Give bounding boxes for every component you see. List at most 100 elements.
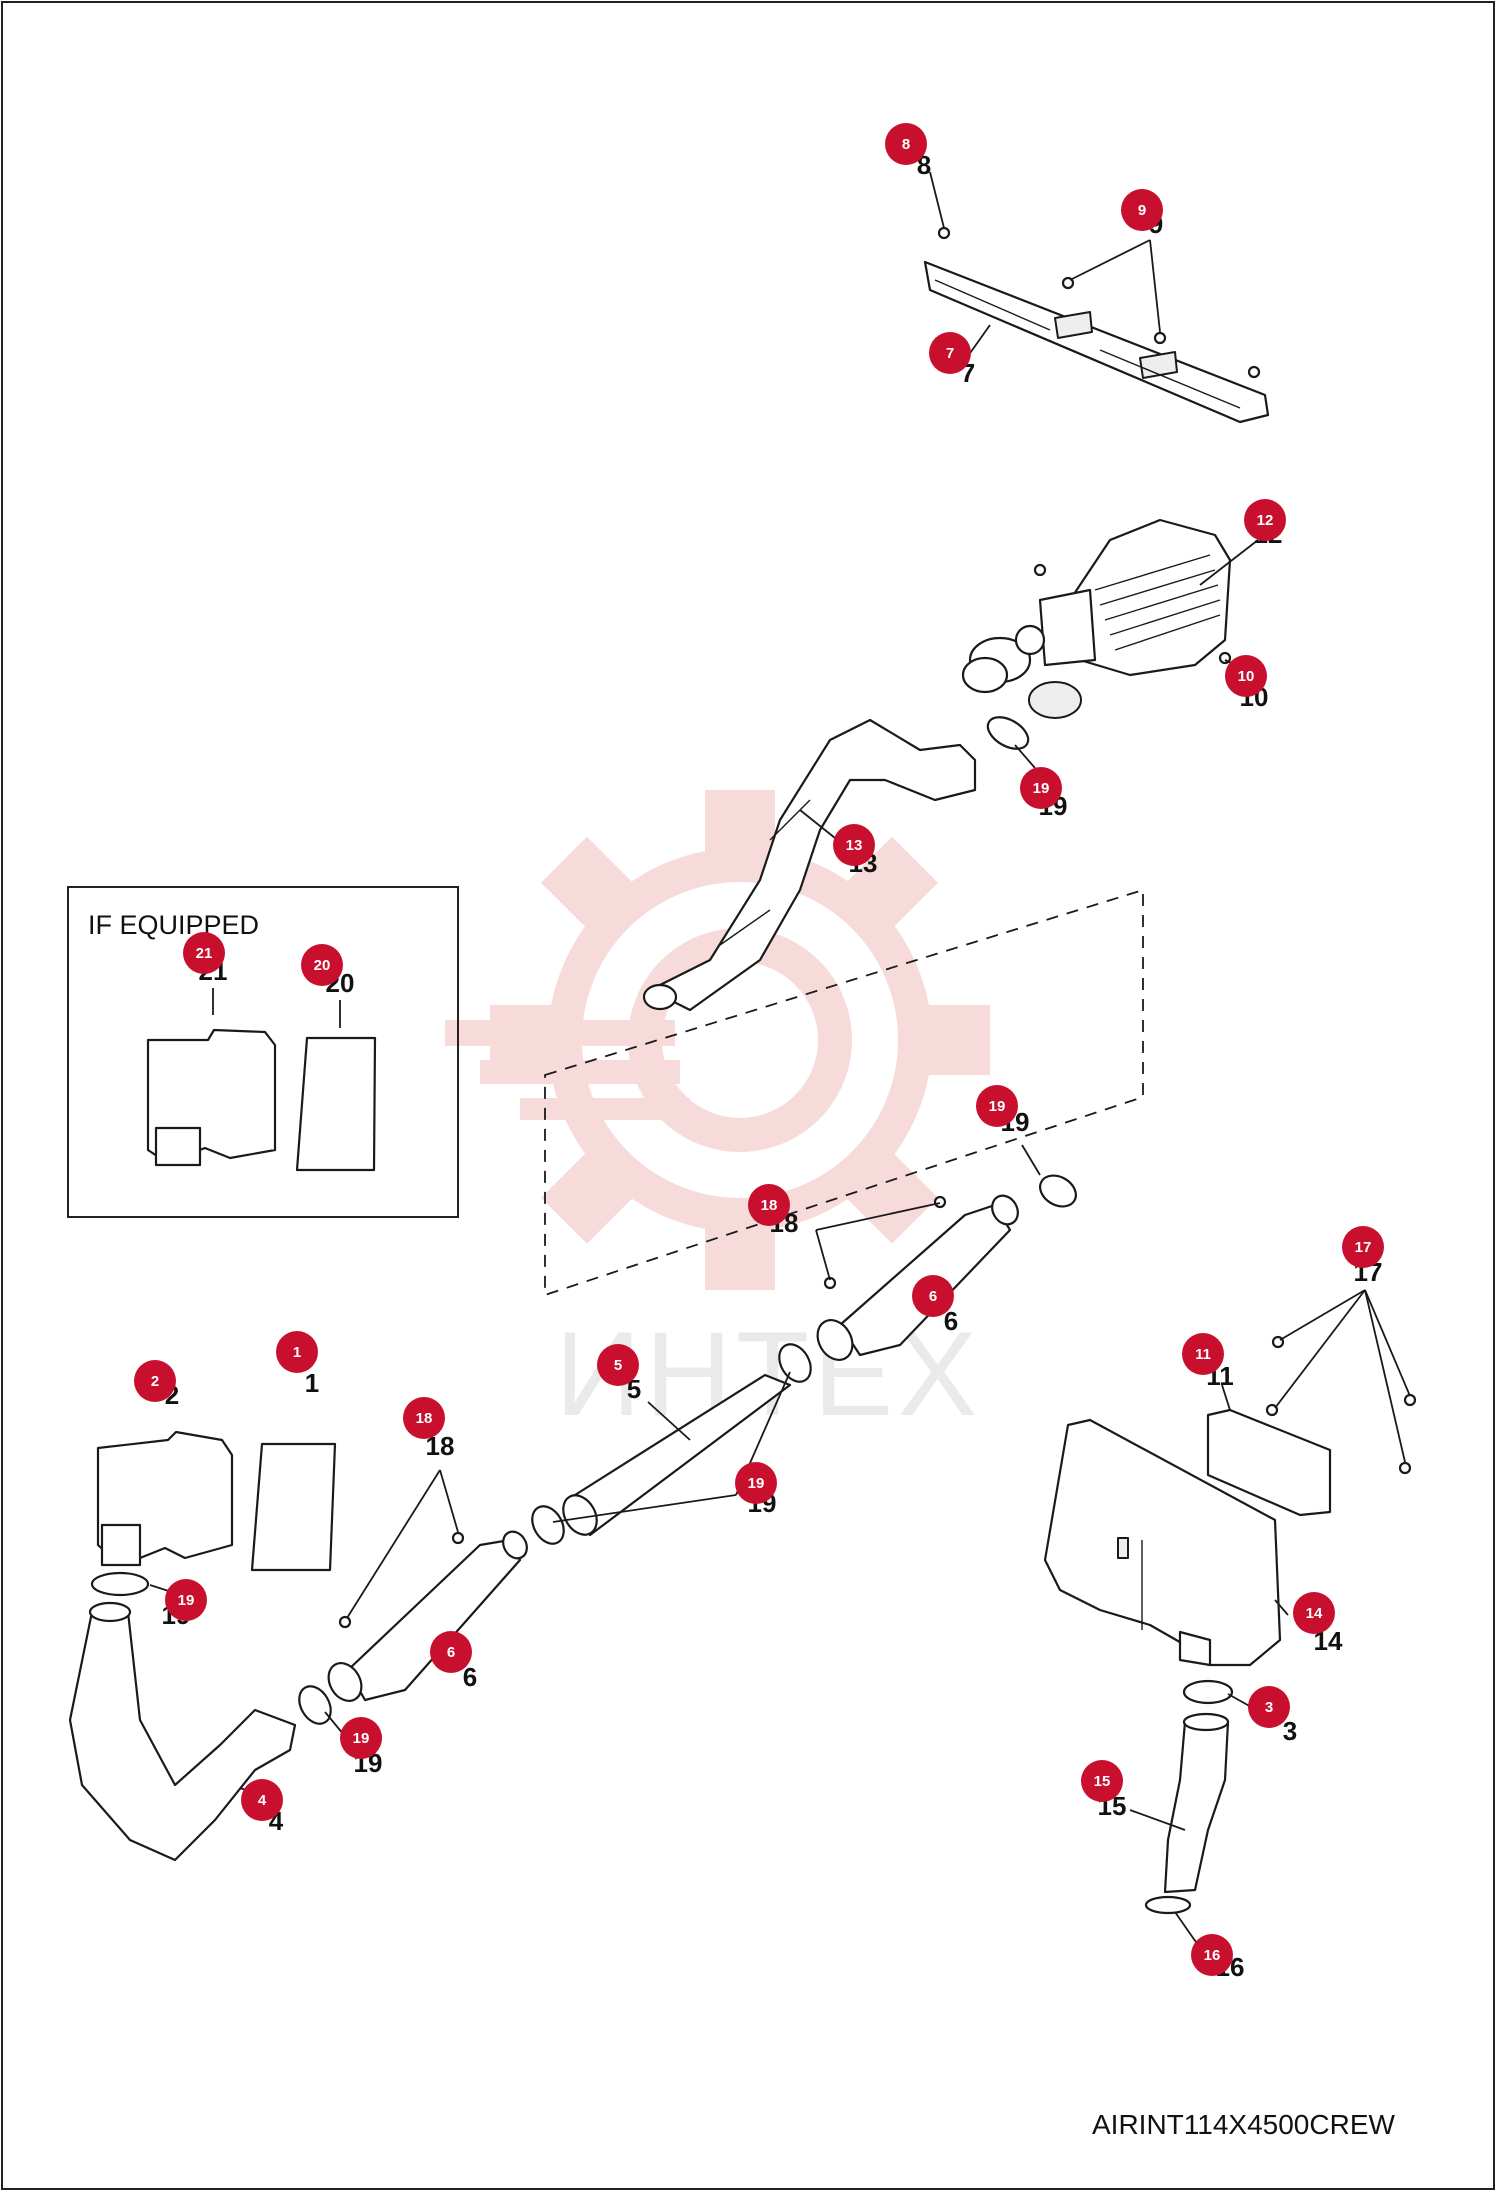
callout-badge-label: 10 [1238,668,1255,685]
hose-clamp [1144,1895,1192,1915]
filter-element [250,1442,337,1572]
inset-resonator-outlet [154,1126,202,1167]
callout-badge-label: 4 [258,1792,267,1809]
callout-12: 1212 [1244,499,1286,549]
inset-title: IF EQUIPPED [88,910,259,940]
air-intake-hose [642,718,977,1012]
callout-badge-label: 13 [846,837,863,854]
callout-badge [833,824,875,866]
callout-badge-label: 5 [614,1357,622,1374]
callout-number: 1 [305,1368,319,1398]
callout-badge [1191,1934,1233,1976]
callout-badge [1020,767,1062,809]
hose-clamp [1039,1174,1077,1208]
resonator-tube-lower [327,1530,528,1702]
callout-badge [748,1184,790,1226]
callout-badge-label: 12 [1257,512,1274,529]
callout-badge [340,1717,382,1759]
callout-badge [735,1462,777,1504]
callout-1: 11 [276,1331,319,1398]
callout-badge-label: 20 [314,957,331,974]
callout-badge [1121,189,1163,231]
callout-3: 33 [1248,1686,1297,1746]
callout-badge [165,1579,207,1621]
callout-badge-label: 14 [1306,1605,1323,1622]
air-filter-housing [961,518,1232,719]
leader-lines [149,171,1411,1946]
callout-badge-label: 15 [1094,1773,1111,1790]
screw [937,226,1167,345]
callout-21: 2121 [183,932,227,986]
callout-badge [976,1085,1018,1127]
callout-badge [1182,1333,1224,1375]
callout-badge-label: 6 [929,1288,937,1305]
callout-badge [183,932,225,974]
inset-box: IF EQUIPPED [67,886,459,1218]
drain-hose [1163,1712,1230,1894]
callout-badge-label: 19 [178,1592,195,1609]
callout-badge [912,1275,954,1317]
callout-number: 6 [944,1306,958,1336]
hose-clamp [778,1343,812,1383]
callout-number: 3 [1283,1716,1297,1746]
callout-badge [276,1331,318,1373]
callout-badge-label: 19 [353,1730,370,1747]
air-box [1043,1418,1282,1667]
callout-6: 66 [430,1631,477,1692]
callout-badge-label: 8 [902,136,910,153]
hose-clamp [90,1571,150,1597]
callout-5: 55 [597,1344,641,1404]
callout-badge-label: 11 [1195,1346,1211,1363]
callout-badge-label: 18 [761,1197,778,1214]
callout-badge [1248,1686,1290,1728]
callout-badge [885,123,927,165]
hose-clamp [298,1685,332,1725]
callout-badge-label: 19 [989,1098,1006,1115]
callout-badge-label: 6 [447,1644,455,1661]
callouts: 8899771212101019191313212120201919181866… [134,123,1384,1982]
mounting-bracket [923,260,1270,424]
callout-badge-label: 19 [748,1475,765,1492]
callout-badge [134,1360,176,1402]
callout-13: 1313 [833,824,877,878]
callout-badge-label: 19 [1033,780,1050,797]
hose-clamp [531,1505,565,1545]
resonator-box [96,1430,234,1567]
callout-badge [1293,1592,1335,1634]
callout-badge [597,1344,639,1386]
callout-badge [1244,499,1286,541]
dashed-boundary [544,888,1144,1297]
callout-badge-label: 7 [946,345,954,362]
callout-badge [430,1631,472,1673]
callout-badge-label: 16 [1204,1947,1221,1964]
hose-clamp [1182,1679,1234,1705]
callout-8: 88 [885,123,931,180]
callout-badge-label: 1 [293,1344,301,1361]
callout-6: 66 [912,1275,958,1336]
callout-badge-label: 9 [1138,202,1146,219]
callout-badge-label: 3 [1265,1699,1273,1716]
callout-badge-label: 21 [196,945,213,962]
screw [1265,1335,1417,1475]
callout-badge [1342,1226,1384,1268]
callout-9: 99 [1121,189,1163,239]
callout-badge-label: 2 [151,1373,159,1390]
callout-badge-label: 18 [416,1410,433,1427]
callout-badge [241,1779,283,1821]
callout-badge [1081,1760,1123,1802]
lower-intake-hose [68,1601,297,1862]
